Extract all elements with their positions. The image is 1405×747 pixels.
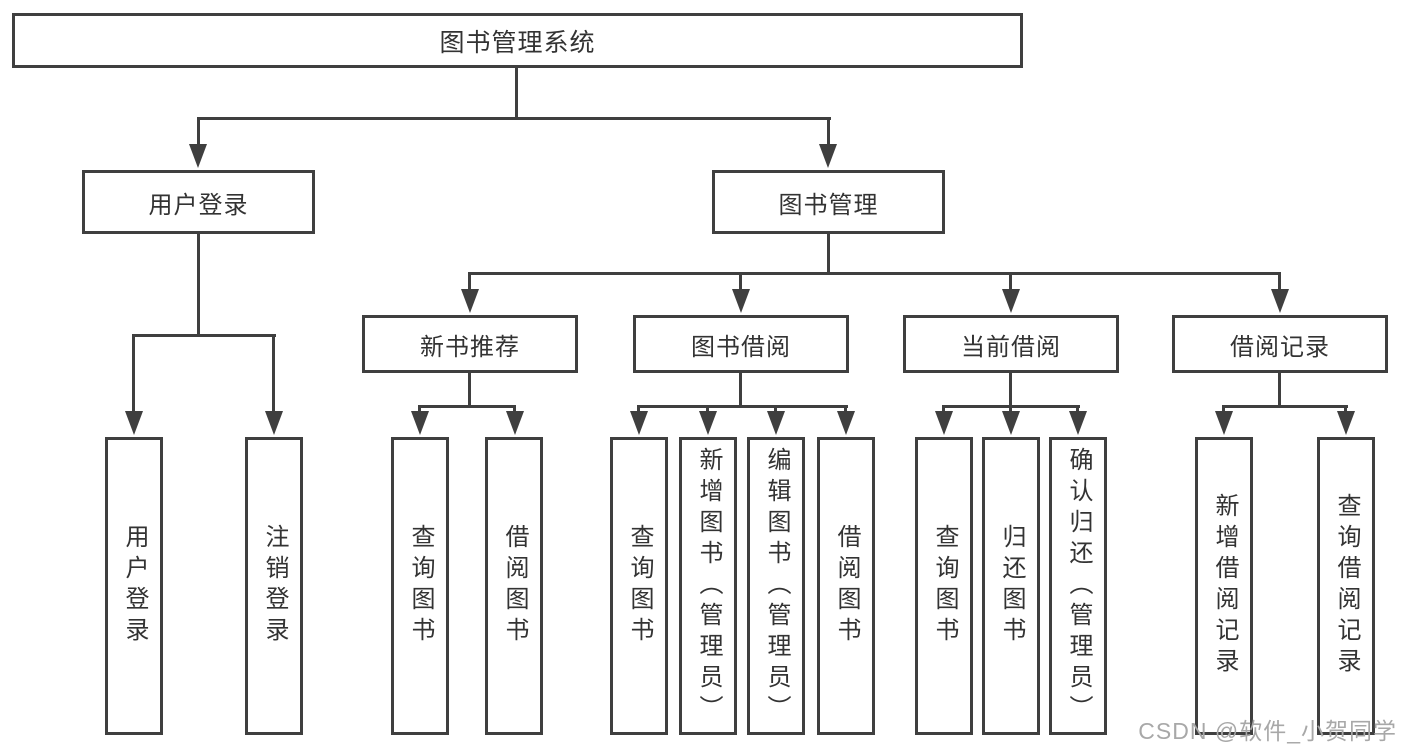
- arrow-down-icon: [732, 289, 750, 313]
- node-user-login: 用户登录: [82, 170, 315, 234]
- connector-root-bar: [197, 117, 831, 120]
- arrow-down-icon: [767, 411, 785, 435]
- connector-book-mgmt-stem: [827, 234, 830, 274]
- node-leaf-add-books-admin: 新增图书（管理员）: [679, 437, 737, 735]
- connector-root-stem: [515, 66, 518, 119]
- node-leaf-add-borrow-record: 新增借阅记录: [1195, 437, 1253, 735]
- connector-new-books-bar: [418, 405, 516, 408]
- connector-drop-leaf: [1076, 405, 1079, 416]
- node-leaf-return-books: 归还图书: [982, 437, 1040, 735]
- connector-drop-leaf: [272, 334, 275, 414]
- node-leaf-borrow-books-1: 借阅图书: [485, 437, 543, 735]
- connector-drop-leaf: [513, 405, 516, 416]
- connector-drop-new-books: [468, 272, 471, 292]
- node-leaf-logout: 注销登录: [245, 437, 303, 735]
- connector-drop-current-borrow: [1009, 272, 1012, 292]
- arrow-down-icon: [1069, 411, 1087, 435]
- connector-drop-leaf: [942, 405, 945, 416]
- node-leaf-query-borrow-record: 查询借阅记录: [1317, 437, 1375, 735]
- node-leaf-confirm-return-admin: 确认归还（管理员）: [1049, 437, 1107, 735]
- arrow-down-icon: [189, 144, 207, 168]
- arrow-down-icon: [1271, 289, 1289, 313]
- arrow-down-icon: [506, 411, 524, 435]
- arrow-down-icon: [265, 411, 283, 435]
- node-current-borrow: 当前借阅: [903, 315, 1119, 373]
- arrow-down-icon: [837, 411, 855, 435]
- arrow-down-icon: [1337, 411, 1355, 435]
- connector-book-borrow-bar: [637, 405, 848, 408]
- arrow-down-icon: [699, 411, 717, 435]
- connector-drop-leaf: [637, 405, 640, 416]
- connector-drop-leaf: [418, 405, 421, 416]
- connector-borrow-records-stem: [1278, 371, 1281, 407]
- connector-borrow-records-bar: [1222, 405, 1348, 408]
- node-leaf-borrow-books-2: 借阅图书: [817, 437, 875, 735]
- connector-book-borrow-stem: [739, 371, 742, 407]
- arrow-down-icon: [819, 144, 837, 168]
- connector-drop-leaf: [844, 405, 847, 416]
- arrow-down-icon: [1002, 289, 1020, 313]
- arrow-down-icon: [411, 411, 429, 435]
- csdn-watermark: CSDN @软件_小贺同学: [1138, 718, 1397, 744]
- connector-drop-leaf: [774, 405, 777, 416]
- connector-user-login-stem: [197, 234, 200, 337]
- connector-drop-book-borrow: [739, 272, 742, 292]
- node-book-borrow: 图书借阅: [633, 315, 849, 373]
- node-book-mgmt: 图书管理: [712, 170, 945, 234]
- node-leaf-query-books-3: 查询图书: [915, 437, 973, 735]
- connector-drop-leaf: [1009, 405, 1012, 416]
- connector-new-books-stem: [468, 371, 471, 407]
- connector-drop-leaf: [132, 334, 135, 414]
- arrow-down-icon: [1002, 411, 1020, 435]
- connector-book-mgmt-bar: [468, 272, 1281, 275]
- arrow-down-icon: [935, 411, 953, 435]
- node-leaf-user-login: 用户登录: [105, 437, 163, 735]
- connector-drop-leaf: [706, 405, 709, 416]
- arrow-down-icon: [1215, 411, 1233, 435]
- node-borrow-records: 借阅记录: [1172, 315, 1388, 373]
- node-root: 图书管理系统: [12, 13, 1023, 68]
- connector-drop-leaf: [1344, 405, 1347, 416]
- arrow-down-icon: [125, 411, 143, 435]
- arrow-down-icon: [630, 411, 648, 435]
- node-new-books: 新书推荐: [362, 315, 578, 373]
- connector-drop-user-login: [197, 117, 200, 147]
- connector-drop-book-mgmt: [827, 117, 830, 147]
- node-leaf-edit-books-admin: 编辑图书（管理员）: [747, 437, 805, 735]
- connector-drop-leaf: [1222, 405, 1225, 416]
- connector-drop-borrow-records: [1278, 272, 1281, 292]
- node-leaf-query-books-2: 查询图书: [610, 437, 668, 735]
- connector-user-login-bar: [132, 334, 276, 337]
- arrow-down-icon: [461, 289, 479, 313]
- connector-current-borrow-stem: [1009, 371, 1012, 407]
- node-leaf-query-books-1: 查询图书: [391, 437, 449, 735]
